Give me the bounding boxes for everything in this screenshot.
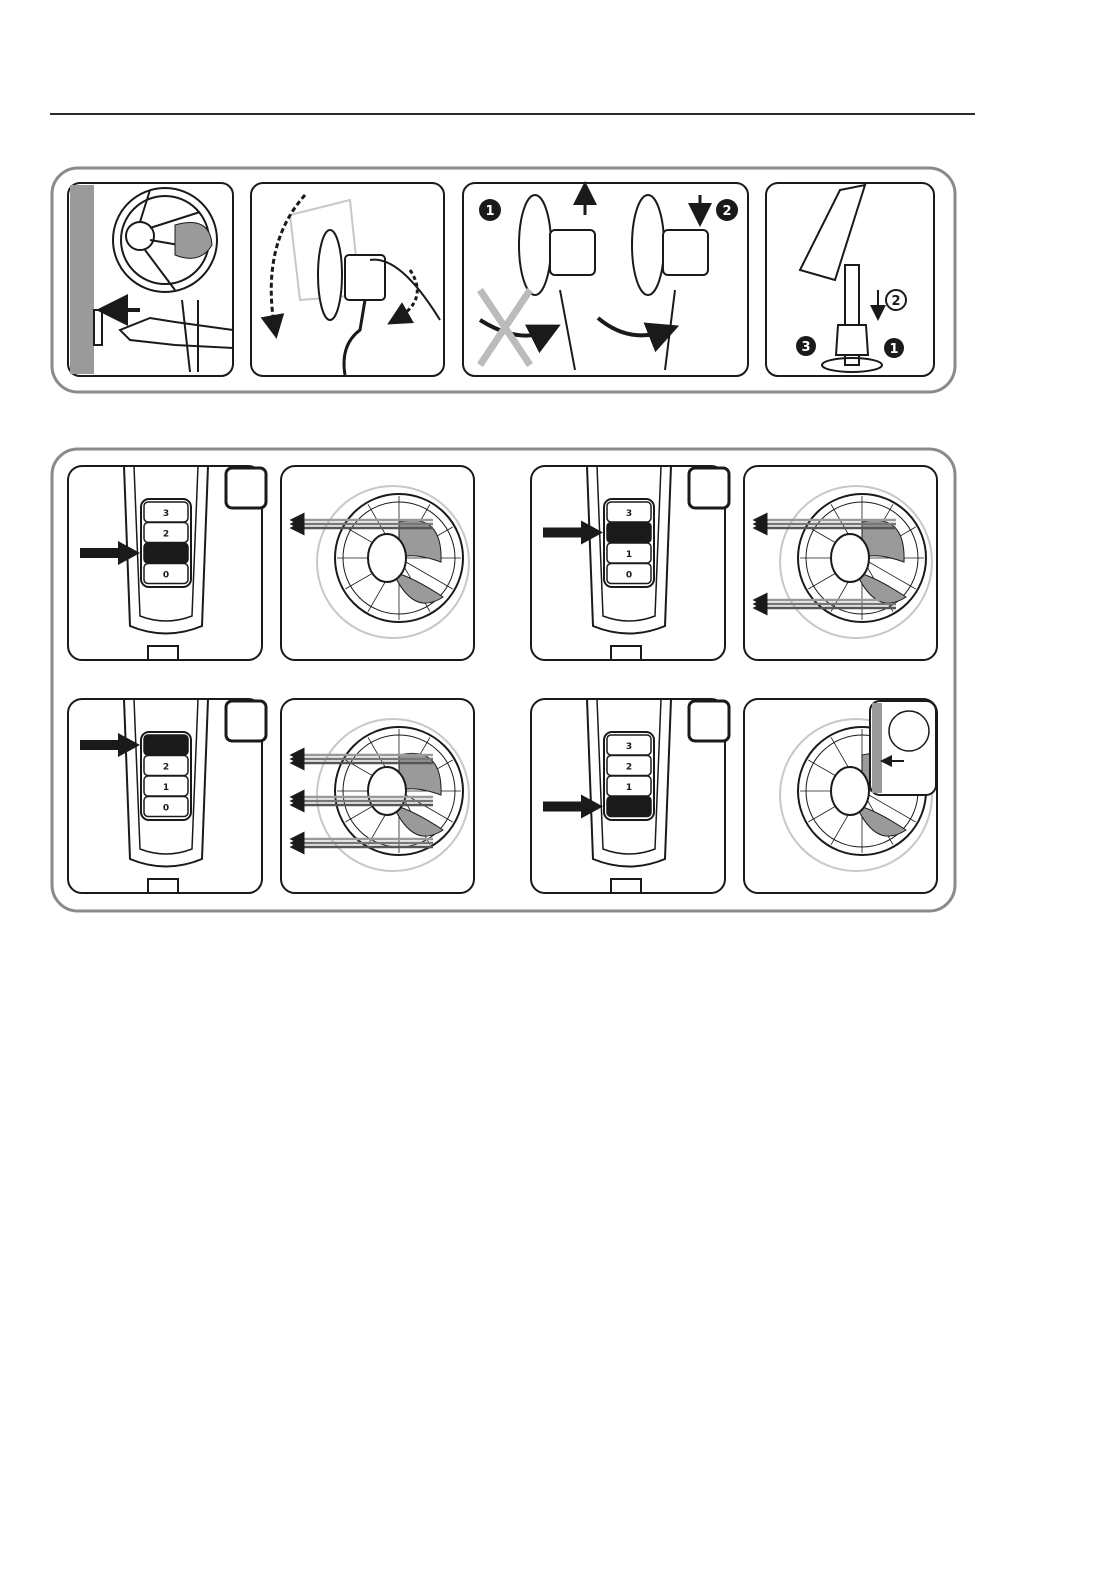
height-adjust-panel: 2 3 1 bbox=[766, 183, 934, 376]
svg-text:1: 1 bbox=[889, 342, 898, 357]
tilt-head-panel bbox=[251, 183, 444, 376]
speed-button-label: 3 bbox=[626, 742, 632, 752]
svg-text:1: 1 bbox=[485, 204, 494, 219]
speed-button-label: 1 bbox=[626, 550, 632, 560]
speed-button bbox=[144, 543, 188, 563]
speed-button bbox=[144, 735, 188, 755]
speed-button bbox=[607, 523, 651, 543]
svg-text:2: 2 bbox=[891, 294, 900, 309]
empty-check-box bbox=[226, 701, 266, 741]
speed-panel-1: 3 2 0 bbox=[68, 466, 474, 660]
empty-check-box bbox=[226, 468, 266, 508]
plug-in-panel bbox=[68, 183, 233, 376]
speed-button-label: 0 bbox=[626, 571, 632, 581]
speed-button bbox=[607, 797, 651, 817]
speed-panel-2: 3 1 0 bbox=[531, 466, 937, 660]
empty-check-box bbox=[689, 701, 729, 741]
assembly-steps-illustration: 1 2 2 3 1 bbox=[0, 0, 1114, 420]
svg-text:2: 2 bbox=[722, 204, 731, 219]
speed-button-label: 1 bbox=[163, 783, 169, 793]
speed-button-label: 2 bbox=[163, 763, 169, 773]
speed-button-label: 0 bbox=[163, 571, 169, 581]
svg-text:3: 3 bbox=[801, 340, 810, 355]
speed-button-label: 3 bbox=[626, 509, 632, 519]
speed-button-label: 2 bbox=[163, 530, 169, 540]
empty-check-box bbox=[689, 468, 729, 508]
attach-head-panel: 1 2 bbox=[463, 183, 748, 376]
speed-panel-4: 3 2 1 bbox=[531, 699, 937, 893]
speed-panel-3: 2 1 0 bbox=[68, 699, 474, 893]
speed-button-label: 1 bbox=[626, 783, 632, 793]
speed-button-label: 3 bbox=[163, 509, 169, 519]
speed-button-label: 0 bbox=[163, 804, 169, 814]
speed-button-label: 2 bbox=[626, 763, 632, 773]
speed-settings-illustration: 3 2 0 3 1 0 2 1 0 3 2 1 bbox=[0, 440, 1114, 920]
